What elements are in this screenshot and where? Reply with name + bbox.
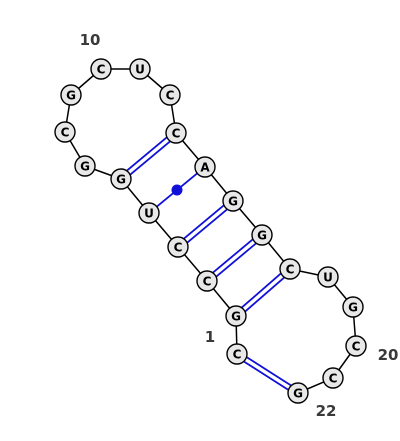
nucleotide-base-2: G xyxy=(231,310,241,324)
nucleotide-14: A xyxy=(194,156,216,178)
nucleotide-19: G xyxy=(342,296,364,318)
nucleotide-base-11: U xyxy=(135,63,145,77)
nucleotide-9: G xyxy=(60,84,82,106)
nucleotide-circle-6 xyxy=(110,168,132,190)
base-pair-line-2-17-2 xyxy=(241,272,282,309)
nucleotide-circle-1 xyxy=(226,343,248,365)
nucleotide-base-16: G xyxy=(257,229,267,243)
nucleotide-20: C xyxy=(345,335,367,357)
nucleotide-circle-11 xyxy=(129,58,151,80)
nucleotide-18: U xyxy=(317,266,339,288)
nucleotide-12: C xyxy=(159,84,181,106)
base-pair-line-4-15-1 xyxy=(186,208,228,244)
nucleotide-base-21: C xyxy=(329,372,338,386)
nucleotide-circle-10 xyxy=(90,58,112,80)
index-label-22: 22 xyxy=(316,402,337,420)
base-pair-line-6-13-1 xyxy=(129,140,171,176)
base-pair-line-1-22-2 xyxy=(246,356,292,387)
nucleotide-8: C xyxy=(54,121,76,143)
nucleotide-base-17: C xyxy=(286,263,295,277)
nucleotide-base-1: C xyxy=(233,348,242,362)
nucleotide-circle-15 xyxy=(222,190,244,212)
nucleotide-circle-3 xyxy=(196,270,218,292)
base-pair-line-2-17-1 xyxy=(244,276,285,313)
nucleotide-circle-22 xyxy=(287,382,309,404)
wobble-pair-dot-5-14 xyxy=(171,184,183,196)
nucleotide-circle-8 xyxy=(54,121,76,143)
nucleotide-7: G xyxy=(74,155,96,177)
nucleotide-circle-14 xyxy=(194,156,216,178)
nucleotide-1: C xyxy=(226,343,248,365)
base-pair-line-3-16-2 xyxy=(212,238,254,274)
nucleotide-16: G xyxy=(251,224,273,246)
nucleotide-circle-18 xyxy=(317,266,339,288)
nucleotide-base-19: G xyxy=(348,301,358,315)
nucleotide-base-18: U xyxy=(323,271,333,285)
nucleotide-17: C xyxy=(279,258,301,280)
index-label-10: 10 xyxy=(80,31,101,49)
nucleotide-base-6: G xyxy=(116,173,126,187)
nucleotide-circle-21 xyxy=(322,367,344,389)
nucleotide-5: U xyxy=(138,202,160,224)
nucleotide-6: G xyxy=(110,168,132,190)
nucleotide-layer: C G C C U G G C G C U C C A G G C U G C C G xyxy=(54,58,367,404)
nucleotide-circle-16 xyxy=(251,224,273,246)
nucleotide-circle-17 xyxy=(279,258,301,280)
nucleotide-circle-20 xyxy=(345,335,367,357)
nucleotide-circle-9 xyxy=(60,84,82,106)
nucleotide-3: C xyxy=(196,270,218,292)
base-pair-line-4-15-2 xyxy=(183,204,225,240)
nucleotide-base-12: C xyxy=(166,89,175,103)
nucleotide-15: G xyxy=(222,190,244,212)
nucleotide-base-10: C xyxy=(97,63,106,77)
nucleotide-base-9: G xyxy=(66,89,76,103)
base-pair-line-3-16-1 xyxy=(215,242,257,278)
nucleotide-4: C xyxy=(167,236,189,258)
base-pair-line-1-22-1 xyxy=(243,360,289,391)
nucleotide-circle-13 xyxy=(165,122,187,144)
index-label-1: 1 xyxy=(205,328,215,346)
nucleotide-circle-7 xyxy=(74,155,96,177)
base-pair-layer xyxy=(126,136,292,391)
nucleotide-11: U xyxy=(129,58,151,80)
nucleotide-base-14: A xyxy=(200,161,210,175)
nucleotide-circle-4 xyxy=(167,236,189,258)
base-pair-line-6-13-2 xyxy=(126,136,168,172)
nucleotide-base-13: C xyxy=(172,127,181,141)
nucleotide-circle-12 xyxy=(159,84,181,106)
nucleotide-13: C xyxy=(165,122,187,144)
nucleotide-base-8: C xyxy=(61,126,70,140)
nucleotide-base-22: G xyxy=(293,387,303,401)
nucleotide-2: G xyxy=(225,305,247,327)
nucleotide-10: C xyxy=(90,58,112,80)
index-label-layer: 1 10 20 22 xyxy=(80,31,399,420)
nucleotide-base-7: G xyxy=(80,160,90,174)
nucleotide-base-5: U xyxy=(144,207,154,221)
nucleotide-22: G xyxy=(287,382,309,404)
nucleotide-base-20: C xyxy=(352,340,361,354)
nucleotide-21: C xyxy=(322,367,344,389)
nucleotide-circle-5 xyxy=(138,202,160,224)
nucleotide-base-3: C xyxy=(203,275,212,289)
nucleotide-base-4: C xyxy=(174,241,183,255)
nucleotide-base-15: G xyxy=(228,195,238,209)
nucleotide-circle-19 xyxy=(342,296,364,318)
index-label-20: 20 xyxy=(378,346,399,364)
nucleotide-circle-2 xyxy=(225,305,247,327)
